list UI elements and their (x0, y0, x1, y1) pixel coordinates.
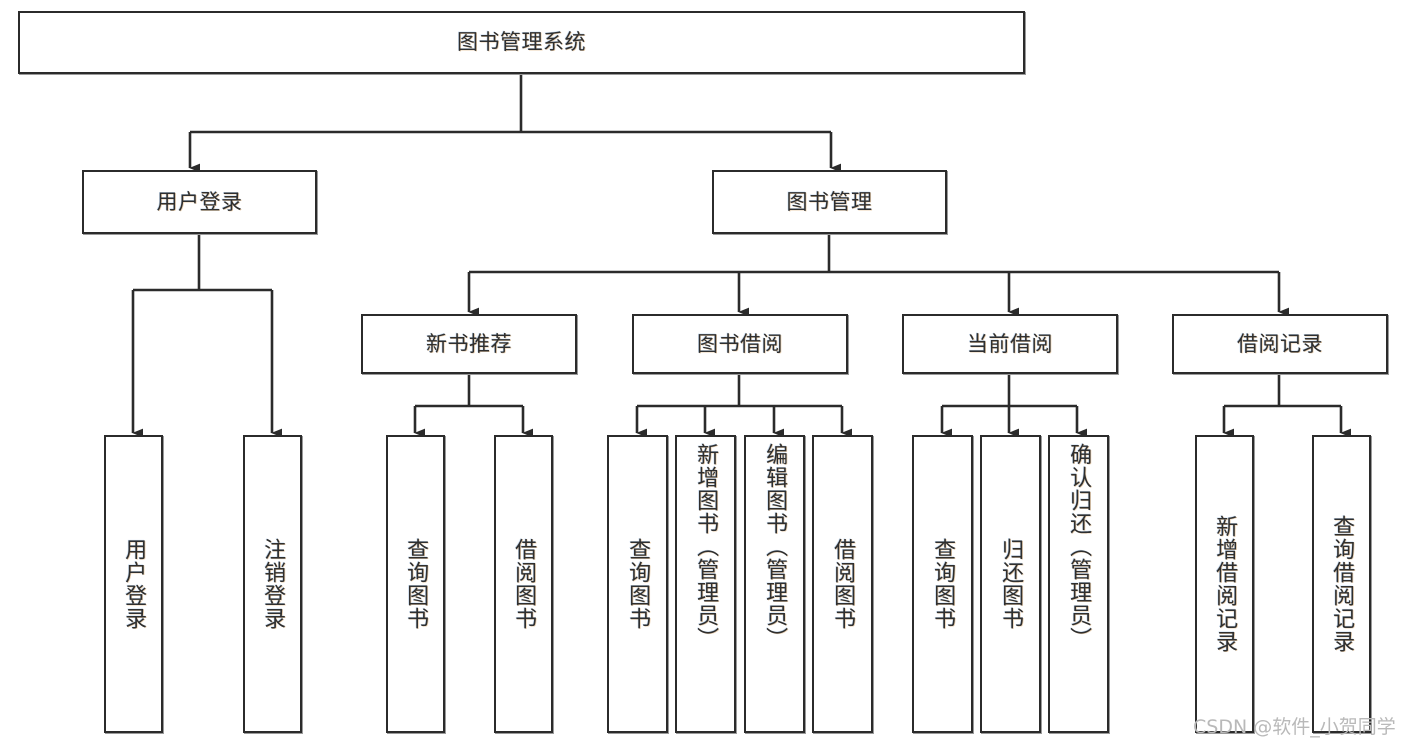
node-borrowing-records[interactable]: 借阅记录 (1172, 314, 1388, 374)
node-leaf-query-books-borrow[interactable]: 查询图书 (607, 435, 668, 733)
node-leaf-borrow-books-borrow-label: 借阅图书 (830, 538, 856, 630)
node-leaf-borrow-books-new-label: 借阅图书 (511, 538, 537, 630)
node-leaf-query-borrow-record[interactable]: 查询借阅记录 (1312, 435, 1371, 733)
node-book-borrowing-label: 图书借阅 (697, 331, 783, 356)
node-root-book-management-system[interactable]: 图书管理系统 (18, 11, 1025, 74)
node-current-borrowing-label: 当前借阅 (967, 331, 1053, 356)
node-leaf-return-books[interactable]: 归还图书 (980, 435, 1041, 733)
node-new-book-recommendation-label: 新书推荐 (426, 331, 512, 356)
node-new-book-recommendation[interactable]: 新书推荐 (361, 314, 577, 374)
node-leaf-logout[interactable]: 注销登录 (243, 435, 302, 733)
node-leaf-add-borrow-record[interactable]: 新增借阅记录 (1195, 435, 1254, 733)
node-leaf-logout-label: 注销登录 (260, 538, 286, 630)
node-leaf-query-books-new-label: 查询图书 (403, 538, 429, 630)
node-leaf-add-book-admin[interactable]: 新增图书（管理员） (675, 435, 736, 733)
node-book-management[interactable]: 图书管理 (712, 170, 947, 234)
node-borrowing-records-label: 借阅记录 (1237, 331, 1323, 356)
node-current-borrowing[interactable]: 当前借阅 (902, 314, 1118, 374)
node-leaf-query-borrow-record-label: 查询借阅记录 (1329, 515, 1355, 653)
node-leaf-edit-book-admin-label: 编辑图书（管理员） (762, 443, 788, 650)
node-user-login[interactable]: 用户登录 (82, 170, 317, 234)
node-leaf-return-books-label: 归还图书 (998, 538, 1024, 630)
node-book-management-label: 图书管理 (786, 189, 873, 214)
node-leaf-user-login[interactable]: 用户登录 (104, 435, 163, 733)
node-leaf-query-books-current-label: 查询图书 (930, 538, 956, 630)
node-leaf-query-books-current[interactable]: 查询图书 (912, 435, 973, 733)
node-root-label: 图书管理系统 (457, 30, 586, 55)
node-leaf-user-login-label: 用户登录 (121, 538, 147, 630)
csdn-watermark: CSDN @软件_小贺同学 (1193, 716, 1396, 738)
node-leaf-add-borrow-record-label: 新增借阅记录 (1212, 515, 1238, 653)
node-leaf-query-books-new[interactable]: 查询图书 (386, 435, 445, 733)
node-leaf-borrow-books-new[interactable]: 借阅图书 (494, 435, 553, 733)
node-leaf-confirm-return-admin[interactable]: 确认归还（管理员） (1048, 435, 1109, 733)
node-leaf-edit-book-admin[interactable]: 编辑图书（管理员） (744, 435, 805, 733)
node-leaf-borrow-books-borrow[interactable]: 借阅图书 (812, 435, 873, 733)
node-user-login-label: 用户登录 (156, 189, 243, 214)
node-book-borrowing[interactable]: 图书借阅 (632, 314, 848, 374)
node-leaf-query-books-borrow-label: 查询图书 (625, 538, 651, 630)
node-leaf-add-book-admin-label: 新增图书（管理员） (693, 443, 719, 650)
node-leaf-confirm-return-admin-label: 确认归还（管理员） (1066, 443, 1092, 650)
